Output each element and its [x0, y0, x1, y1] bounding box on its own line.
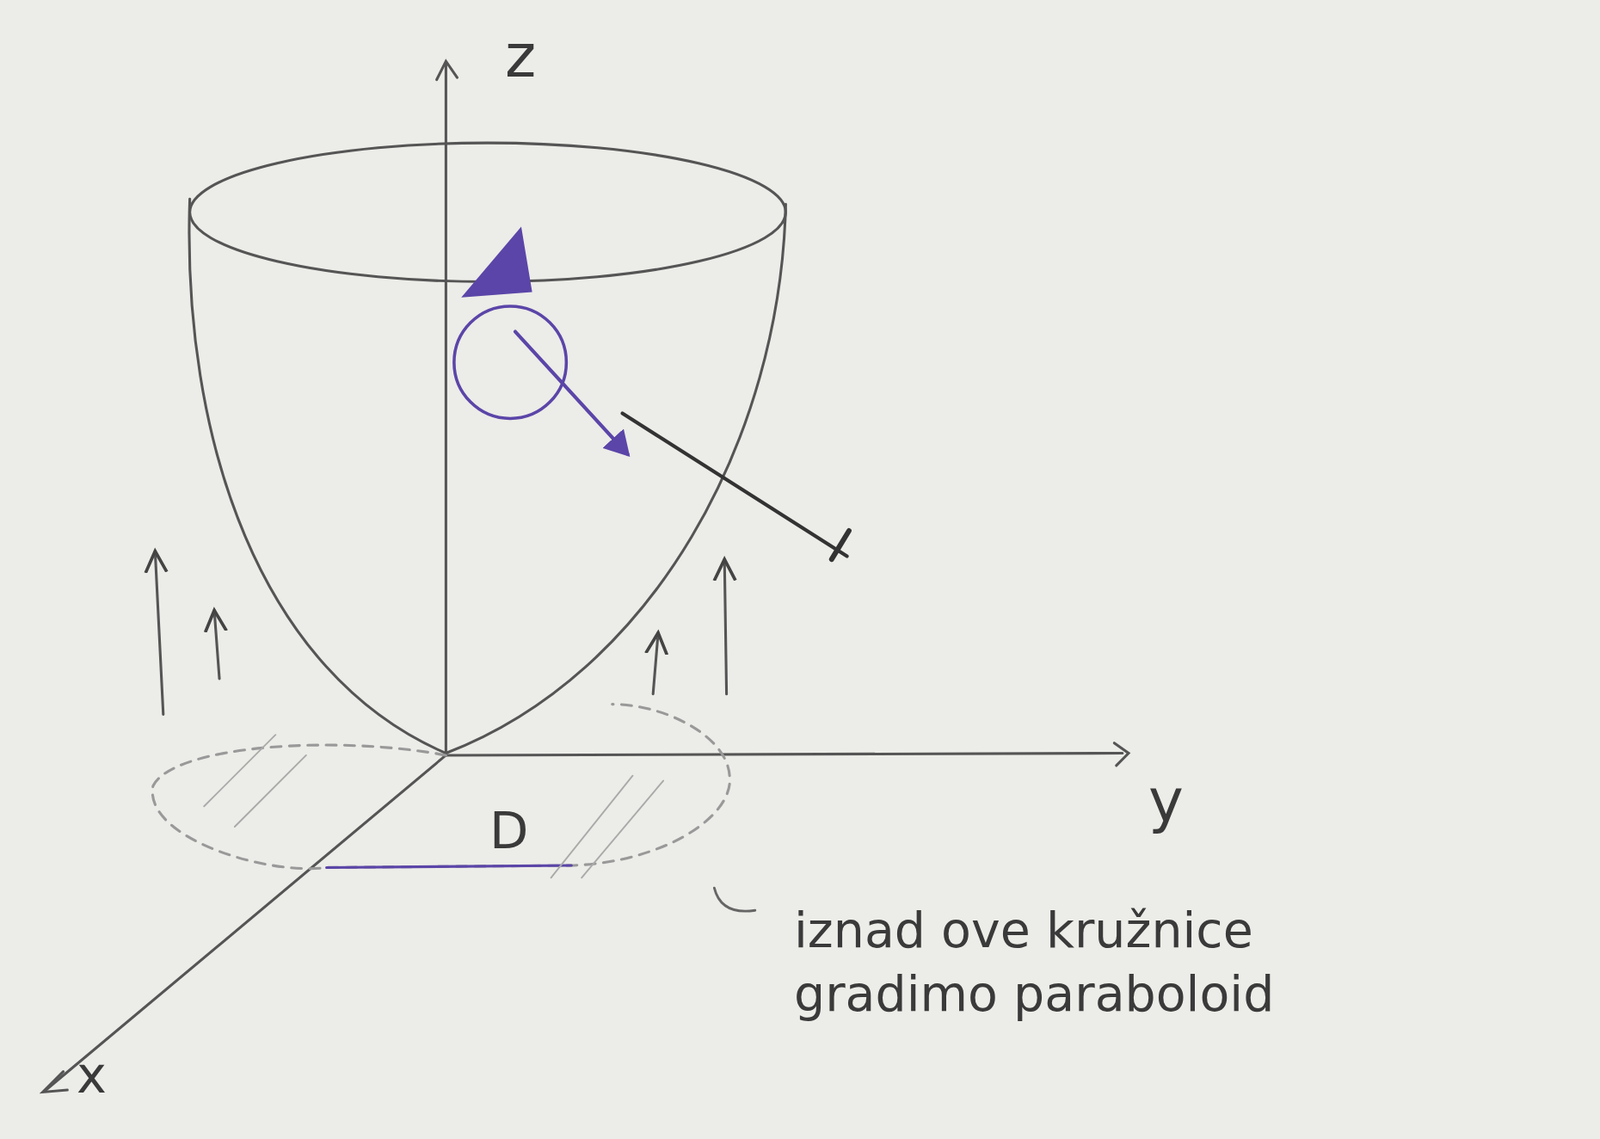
- tangent-circle: [454, 306, 567, 419]
- region-d-edge: [326, 865, 573, 868]
- axis-label: z: [504, 18, 536, 96]
- tangent-arrow: [515, 332, 628, 455]
- note-text: iznad ove kružnice gradimo paraboloid: [793, 898, 1397, 1026]
- lift-arrow: [214, 609, 220, 678]
- region-label: D: [489, 798, 529, 865]
- normal-vector: [622, 412, 848, 556]
- lift-arrow: [154, 551, 163, 715]
- paraboloid-left: [189, 198, 446, 753]
- point-marker: [464, 229, 531, 296]
- region-d-outline: [152, 704, 730, 869]
- lift-arrow: [724, 559, 727, 695]
- paraboloid-right: [445, 203, 786, 753]
- paraboloid-rim: [190, 142, 787, 282]
- axis-label: y: [1148, 763, 1184, 841]
- axis-label: x: [76, 1042, 107, 1109]
- lift-arrow: [652, 633, 659, 695]
- note-hook: [713, 887, 755, 911]
- y-axis: [445, 753, 1122, 756]
- z-axis-head: [436, 61, 458, 80]
- x-axis-head: [43, 1071, 68, 1093]
- y-axis-head: [1113, 743, 1129, 766]
- z-axis: [444, 63, 448, 756]
- x-axis: [45, 755, 446, 1090]
